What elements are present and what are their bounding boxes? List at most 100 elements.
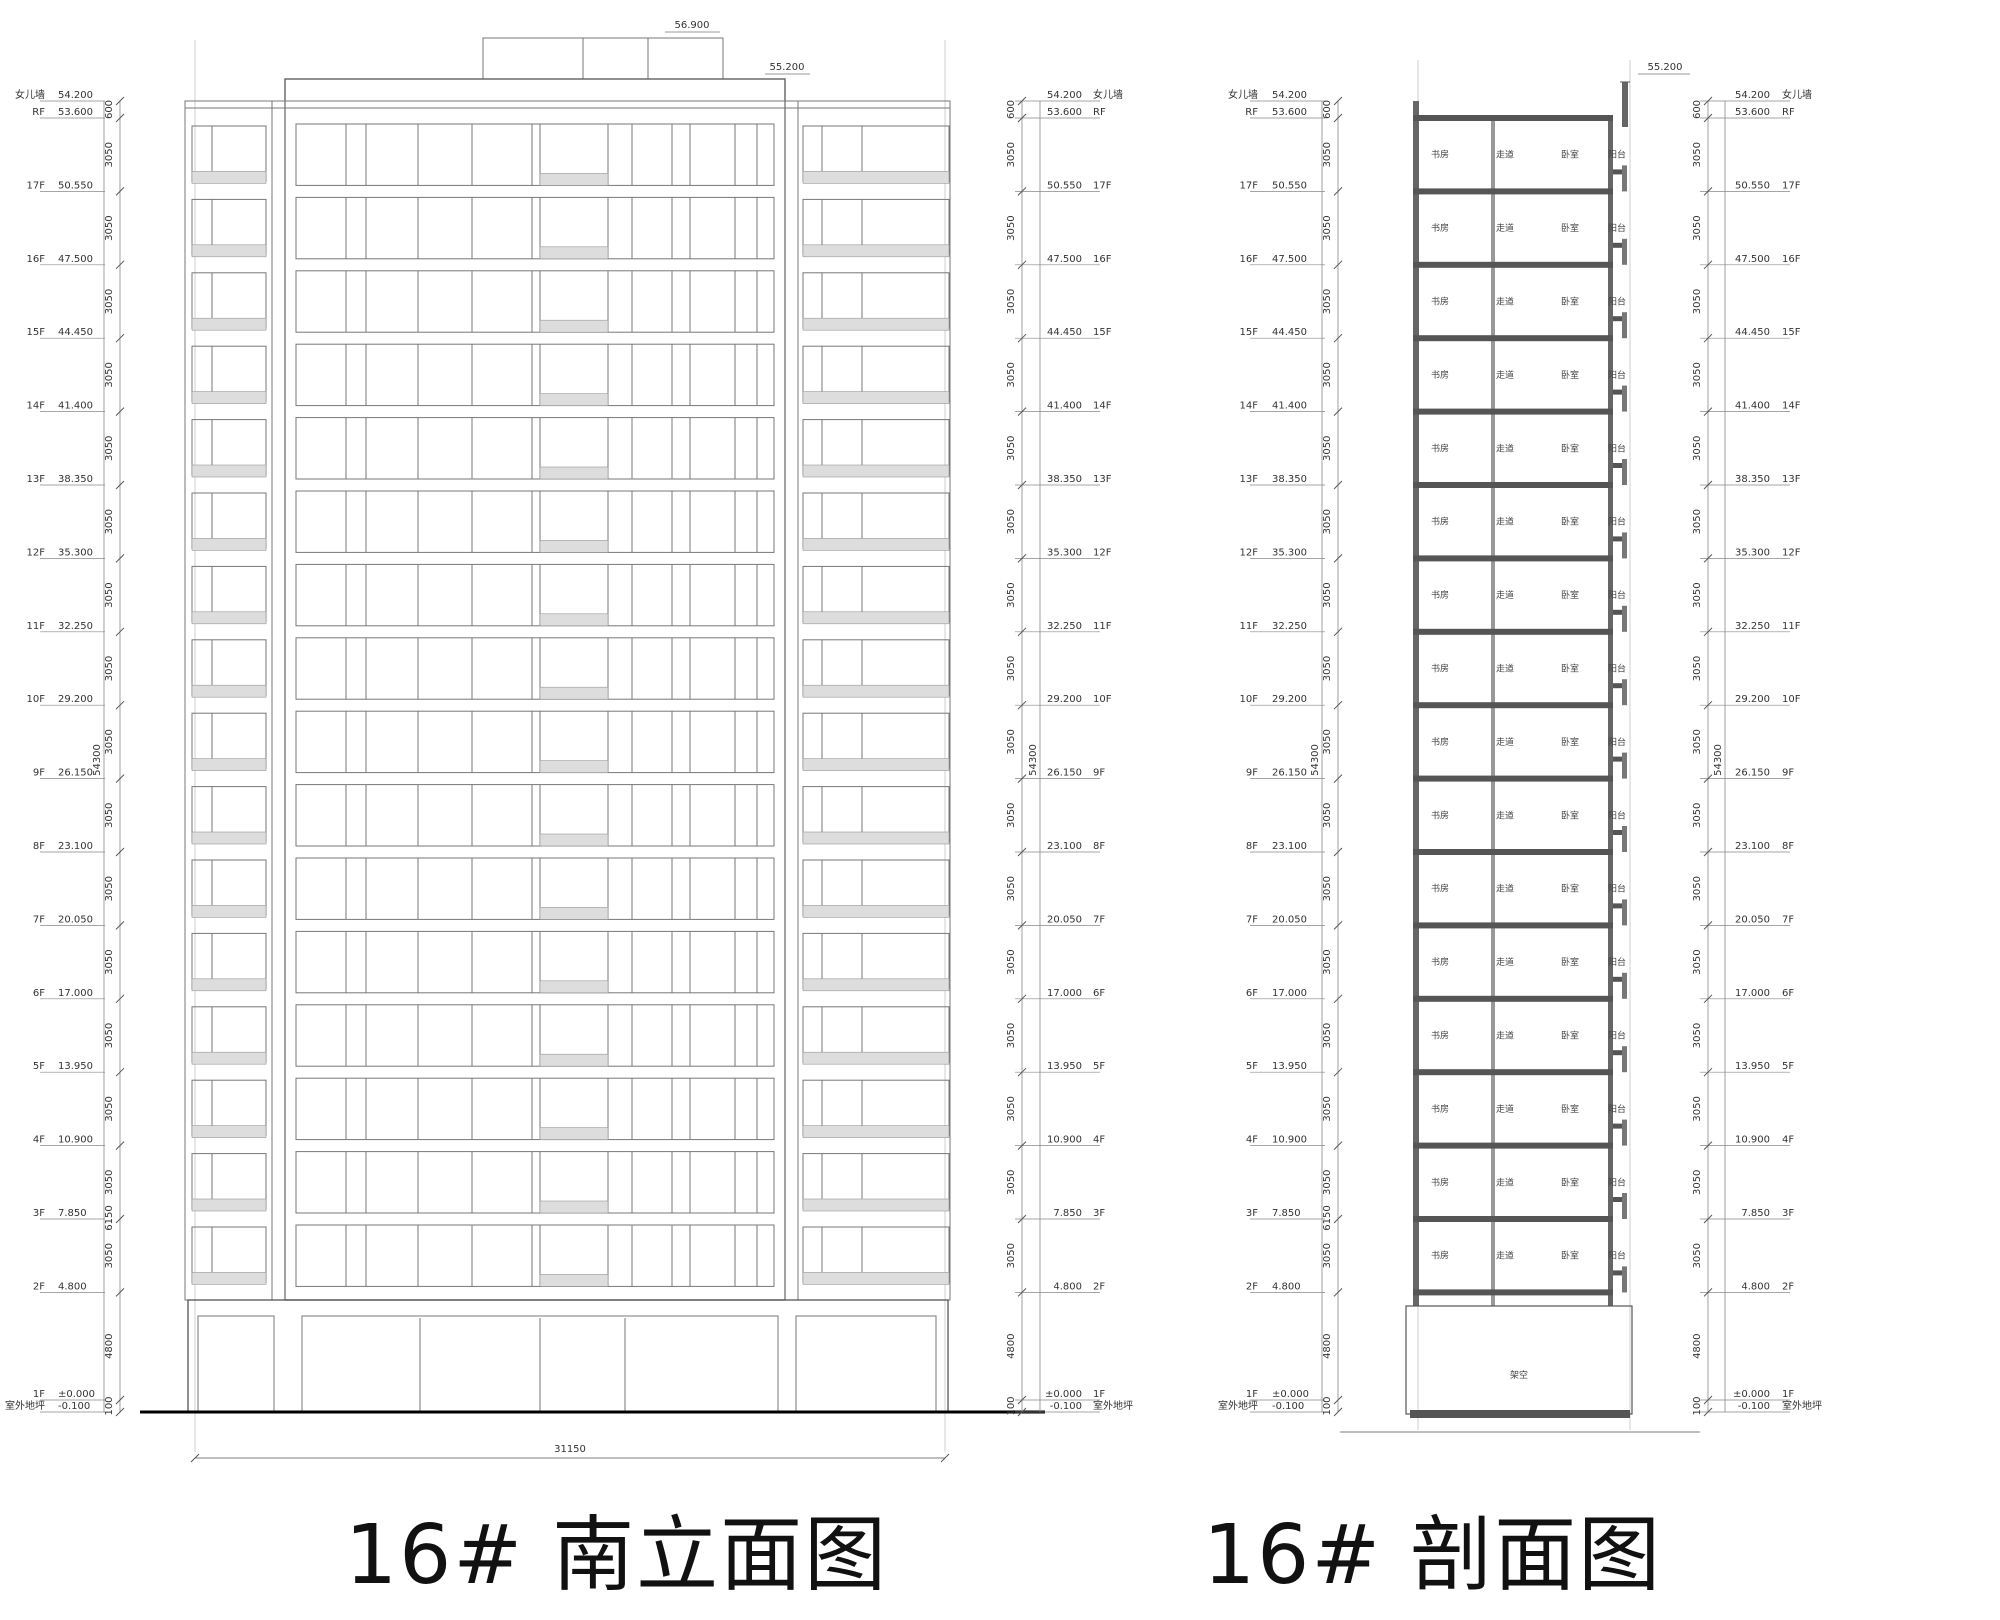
section-room-label: 阳台	[1608, 1176, 1626, 1188]
dimension-tick	[1333, 1407, 1343, 1417]
story-label: 7F	[33, 914, 45, 925]
dimension-segment-label: 3050	[1006, 1170, 1017, 1195]
story-label: 1F	[1782, 1389, 1794, 1400]
balcony-railing	[539, 613, 609, 627]
floor-bay-row	[191, 490, 950, 553]
dimension-tick	[1333, 96, 1343, 106]
balcony-railing	[191, 611, 267, 625]
balcony-slab	[1613, 242, 1627, 248]
story-label: 17F	[1782, 180, 1801, 191]
elevation-label: 35.300	[58, 547, 93, 558]
section-room-label: 书房	[1431, 149, 1449, 161]
dimension-tick	[115, 921, 125, 930]
floor-bay-row	[191, 1224, 950, 1287]
balcony-slab	[1613, 389, 1627, 395]
elevation-label: 47.500	[1735, 254, 1770, 265]
elevation-label: 53.600	[1047, 107, 1082, 118]
ground-opening-left	[197, 1315, 275, 1413]
elevation-label: 47.500	[1047, 254, 1082, 265]
elevation-label: 17.000	[1272, 988, 1307, 999]
dimension-segment-label: 3050	[104, 1170, 115, 1195]
elevation-label: 26.150	[1735, 768, 1770, 779]
balcony-slab	[1613, 316, 1627, 322]
story-label: 4F	[1246, 1135, 1258, 1146]
dimension-tick	[1703, 1141, 1713, 1150]
balcony-parapet	[1622, 1193, 1627, 1219]
dimension-segment-label: 3050	[1692, 1096, 1703, 1121]
dimension-segment-label: 3050	[104, 215, 115, 240]
floor-bay-row	[191, 637, 950, 700]
balcony-railing	[191, 244, 267, 258]
section-room-label: 卧室	[1561, 1176, 1579, 1188]
dimension-tick	[1703, 700, 1713, 710]
dimension-tick	[1333, 700, 1343, 710]
dimension-segment-label: 3050	[104, 803, 115, 828]
elevation-label: 7.850	[58, 1208, 87, 1219]
section-room-label: 卧室	[1561, 883, 1579, 895]
section-room-label: 走道	[1496, 1250, 1514, 1262]
balcony-railing	[191, 1051, 267, 1065]
balcony-slab	[1613, 463, 1627, 468]
story-label: 12F	[1093, 547, 1112, 558]
dimension-segment-label: 3050	[1322, 656, 1333, 681]
section-drawing: 书房走道卧室阳台书房走道卧室阳台书房走道卧室阳台书房走道卧室阳台书房走道卧室阳台…	[1218, 60, 1822, 1433]
balcony-railing	[539, 246, 609, 260]
dimension-segment-label: 3050	[1692, 803, 1703, 828]
story-label: 室外地坪	[1218, 1399, 1258, 1412]
dimension-tick	[1333, 847, 1343, 857]
section-room-label: 书房	[1431, 296, 1449, 308]
section-room-label: 书房	[1431, 1250, 1449, 1262]
section-room-label: 书房	[1431, 516, 1449, 528]
dimension-tick	[1703, 407, 1713, 416]
section-room-label: 阳台	[1608, 149, 1626, 161]
story-label: 10F	[1782, 694, 1801, 705]
balcony-parapet	[1622, 385, 1627, 412]
section-room-label: 走道	[1496, 516, 1514, 528]
balcony-slab	[1613, 683, 1627, 689]
dimension-tick	[1017, 921, 1027, 930]
balcony-parapet	[1622, 165, 1627, 192]
elevation-label: 41.400	[1735, 401, 1770, 412]
elevation-label: 38.350	[1272, 474, 1307, 485]
section-room-label: 阳台	[1608, 369, 1626, 381]
elevation-label: 54.200	[1272, 90, 1307, 101]
section-room-label: 书房	[1431, 1176, 1449, 1188]
story-label: 10F	[27, 694, 46, 705]
section-room-label: 走道	[1496, 663, 1514, 675]
dimension-tick	[115, 187, 125, 196]
dimension-segment-label: 3050	[1006, 1096, 1017, 1121]
balcony-railing	[191, 831, 267, 845]
balcony-railing	[539, 1127, 609, 1140]
story-label: 16F	[1782, 254, 1801, 265]
balcony-railing	[802, 611, 950, 625]
elevation-window	[295, 270, 775, 333]
floor-bay-row	[191, 563, 950, 627]
balcony-railing	[802, 464, 950, 478]
dimension-segment-label: 3050	[1006, 142, 1017, 167]
dimension-tick	[115, 333, 125, 343]
floor-slab	[1413, 188, 1613, 195]
dimension-segment-label: 3050	[1692, 436, 1703, 461]
dimension-segment-label: 3050	[1006, 803, 1017, 828]
dimension-tick	[115, 774, 125, 783]
section-room-label: 阳台	[1608, 736, 1626, 748]
section-room-label: 书房	[1431, 442, 1449, 454]
dimension-tick	[1017, 847, 1027, 857]
balcony-slab	[1613, 1197, 1627, 1202]
dimension-segment-label: 3050	[1006, 1023, 1017, 1048]
section-room-label: 书房	[1431, 1030, 1449, 1042]
dimension-tick	[1333, 1214, 1343, 1224]
dimension-segment-label: 3050	[1006, 509, 1017, 534]
balcony-railing	[802, 684, 950, 698]
story-label: 16F	[27, 254, 46, 265]
story-label: 13F	[1093, 474, 1112, 485]
section-room-label: 走道	[1496, 883, 1514, 895]
section-room-label: 走道	[1496, 1030, 1514, 1042]
story-label: 11F	[27, 621, 46, 632]
dimension-segment-label: 3050	[1692, 582, 1703, 607]
dimension-tick	[115, 1214, 125, 1224]
balcony-slab	[1613, 609, 1627, 615]
balcony-railing	[539, 393, 609, 406]
balcony-railing	[802, 317, 950, 331]
section-room-label: 阳台	[1608, 883, 1626, 895]
